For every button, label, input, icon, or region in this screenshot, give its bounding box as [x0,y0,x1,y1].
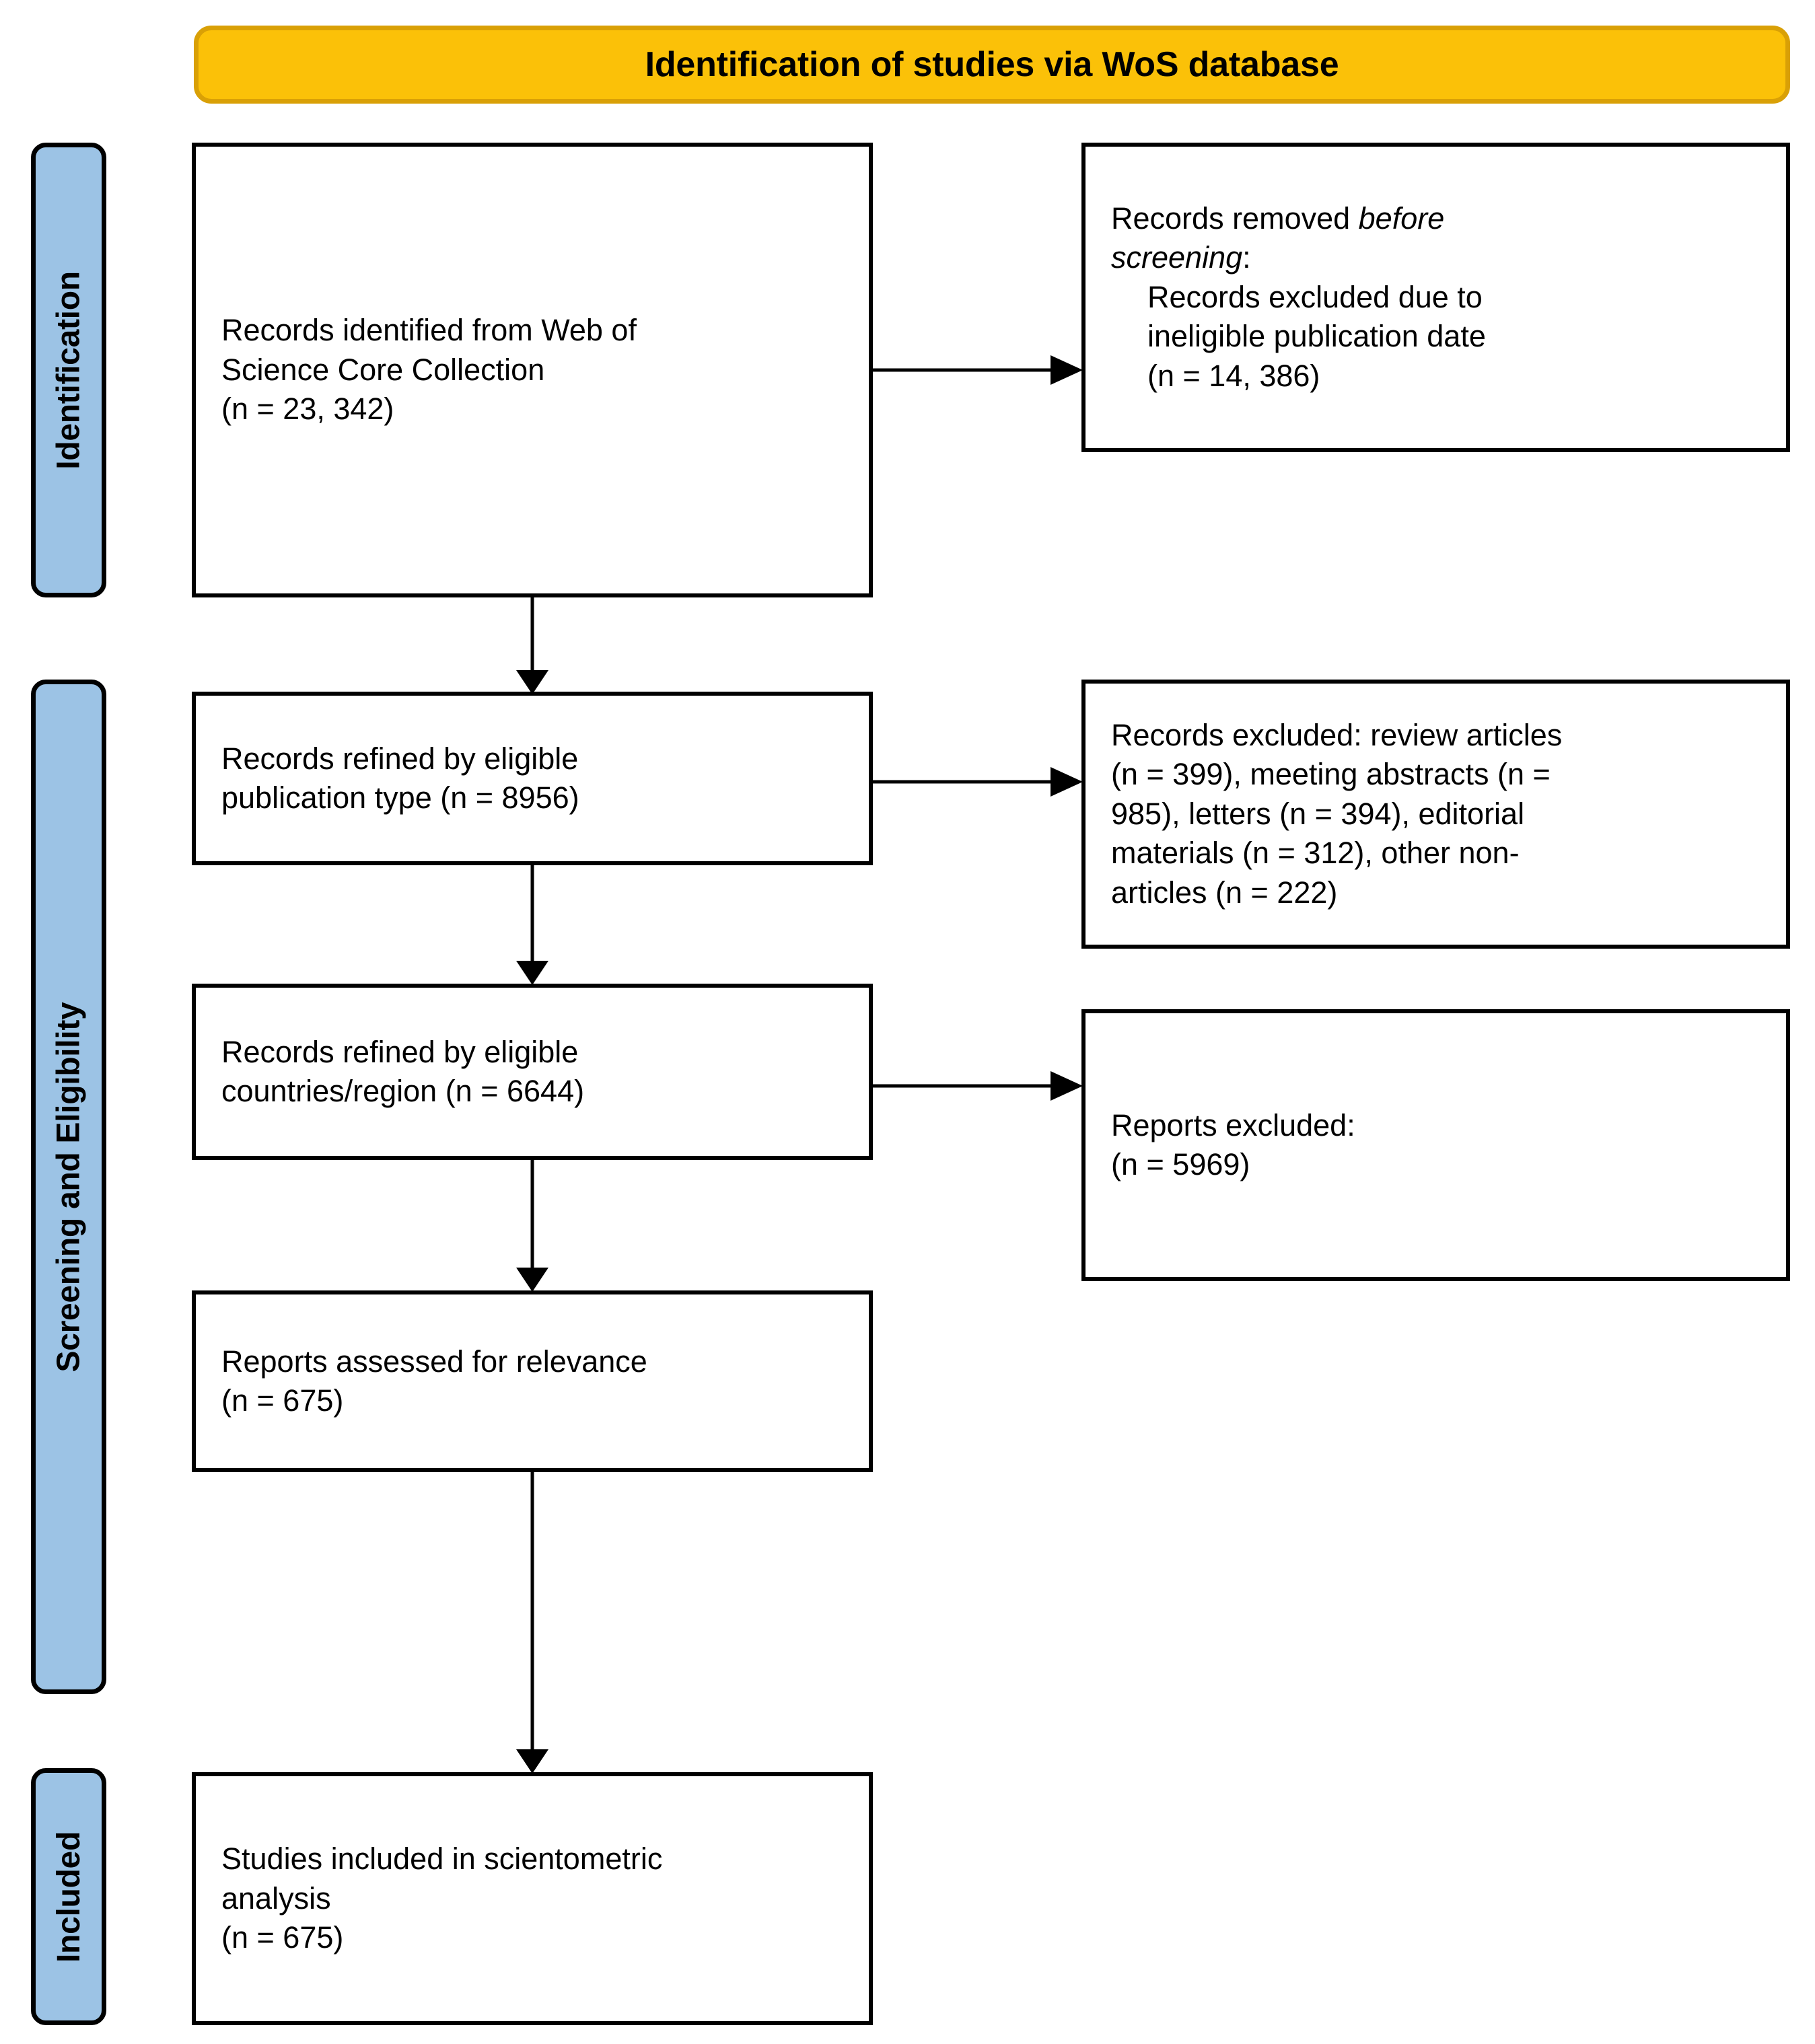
node-records-refined-publication-type: Records refined by eligible publication … [192,692,873,865]
node-line: Records removed before [1111,199,1760,239]
stage-label-text: Identification [50,270,87,470]
node-line: Science Core Collection [221,352,545,387]
node-line: Records excluded: review articles [1111,717,1563,752]
node-line: Reports assessed for relevance [221,1344,647,1379]
header-banner: Identification of studies via WoS databa… [194,26,1790,104]
node-count: (n = 675) [221,1383,344,1418]
node-count: (n = 5969) [1111,1147,1250,1181]
node-line: Records refined by eligible [221,1034,579,1069]
node-line: materials (n = 312), other non- [1111,836,1520,871]
node-count: countries/region (n = 6644) [221,1074,585,1108]
arrow-countries-to-assessed [509,1160,556,1293]
node-line: 985), letters (n = 394), editorial [1111,796,1525,831]
node-line-emphasis: before [1358,200,1445,235]
node-line: articles (n = 222) [1111,875,1338,910]
node-studies-included: Studies included in scientometric analys… [192,1772,873,2025]
arrow-pubtype-to-excluded [873,762,1086,802]
arrow-countries-to-reports-excluded [873,1066,1086,1106]
node-count: publication type (n = 8956) [221,780,579,815]
stage-label-text: Screening and Eligibility [50,1002,87,1372]
node-line: analysis [221,1881,331,1915]
node-count: (n = 14, 386) [1147,358,1320,393]
node-reports-assessed-for-relevance: Reports assessed for relevance (n = 675) [192,1290,873,1472]
node-count: (n = 23, 342) [221,392,394,427]
node-line: Studies included in scientometric [221,1841,663,1876]
stage-label-identification: Identification [31,143,106,597]
node-records-removed-before-screening: Records removed before screening: Record… [1081,143,1790,452]
arrow-pubtype-to-countries [509,865,556,986]
node-line-emphasis: screening [1111,240,1243,275]
stage-label-included: Included [31,1768,106,2025]
node-line: Records identified from Web of [221,313,637,348]
arrow-assessed-to-included [509,1472,556,1775]
node-records-identified: Records identified from Web of Science C… [192,143,873,597]
arrow-identified-to-pubtype [509,597,556,696]
page-title: Identification of studies via WoS databa… [645,45,1339,84]
node-records-excluded-publication-type: Records excluded: review articles (n = 3… [1081,680,1790,949]
arrow-identified-to-removed [873,350,1086,390]
node-reports-excluded: Reports excluded: (n = 5969) [1081,1009,1790,1281]
node-count: (n = 675) [221,1920,344,1955]
node-line-prefix: Records removed [1111,200,1359,235]
node-line: screening: [1111,238,1760,278]
node-line: (n = 399), meeting abstracts (n = [1111,757,1551,792]
stage-label-text: Included [50,1831,87,1963]
node-line: Records refined by eligible [221,741,579,776]
node-line: Records excluded due to [1147,279,1483,314]
node-line: Reports excluded: [1111,1107,1355,1142]
node-line: ineligible publication date [1147,319,1486,354]
node-records-refined-countries-region: Records refined by eligible countries/re… [192,984,873,1160]
stage-label-screening-and-eligibility: Screening and Eligibility [31,680,106,1694]
node-line-suffix: : [1242,240,1251,275]
